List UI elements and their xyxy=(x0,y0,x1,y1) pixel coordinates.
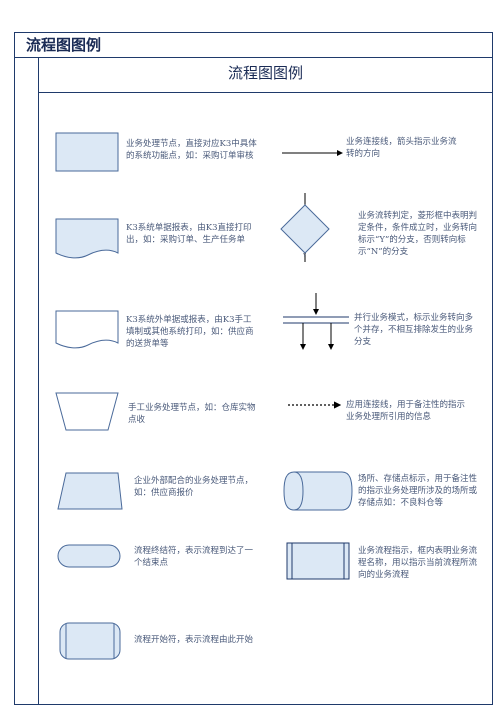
system-document-shape xyxy=(55,218,119,259)
storage-shape xyxy=(283,471,353,511)
header-row xyxy=(38,57,493,93)
process-node-label: 业务处理节点，直接对应K3中具体的系统功能点，如：采购订单审核 xyxy=(126,139,257,161)
start-label: 流程开始符，表示流程由此开始 xyxy=(134,635,254,645)
start-shape xyxy=(59,622,121,660)
decision-yes-label: Y xyxy=(302,253,307,259)
subprocess-shape xyxy=(286,542,350,580)
parallel-label: 并行业务模式，标示业务转向多个并存，不相互排除发生的业务分支 xyxy=(354,313,474,347)
storage-shape-edge xyxy=(293,471,304,511)
page-title: 流程图图例 xyxy=(26,36,102,54)
external-process-shape xyxy=(57,472,123,510)
manual-process-shape xyxy=(55,392,119,431)
outer-frame xyxy=(14,32,493,705)
manual-document-shape xyxy=(55,310,119,349)
left-column-divider xyxy=(38,57,39,705)
subprocess-label: 业务流程指示，框内表明业务流程名称，用以指示当前流程所流向的业务流程 xyxy=(358,546,478,580)
decision-shape xyxy=(280,204,330,254)
process-node-shape xyxy=(55,132,119,172)
system-document-label: K3系统单据报表，由K3直接打印出，如：采购订单、生产任务单 xyxy=(126,223,252,245)
terminator-shape xyxy=(57,544,121,568)
storage-label: 场所、存储点标示，用于备注性的指示业务处理所涉及的场所或存储点如：不良料仓等 xyxy=(358,474,478,508)
connector-arrow-label: 业务连接线，箭头指示业务流转的方向 xyxy=(346,137,457,159)
manual-document-label: K3系统外单据或报表，由K3手工填制或其他系统打印，如：供应商的送货单等 xyxy=(126,315,254,349)
external-process-label: 企业外部配合的业务处理节点，如：供应商报价 xyxy=(134,476,254,498)
decision-label: 业务流转判定，菱形框中表明判定条件，条件成立时，业务转向标示“Y”的分支，否则转… xyxy=(358,211,478,257)
terminator-label: 流程终结符，表示流程到达了一个结束点 xyxy=(134,546,254,568)
title-divider xyxy=(14,57,493,58)
manual-process-label: 手工业务处理节点，如：仓库实物点收 xyxy=(128,403,256,425)
header-title: 流程图图例 xyxy=(227,64,303,82)
dotted-connector-label: 应用连接线，用于备注性的指示业务处理所引用的信息 xyxy=(346,400,466,422)
